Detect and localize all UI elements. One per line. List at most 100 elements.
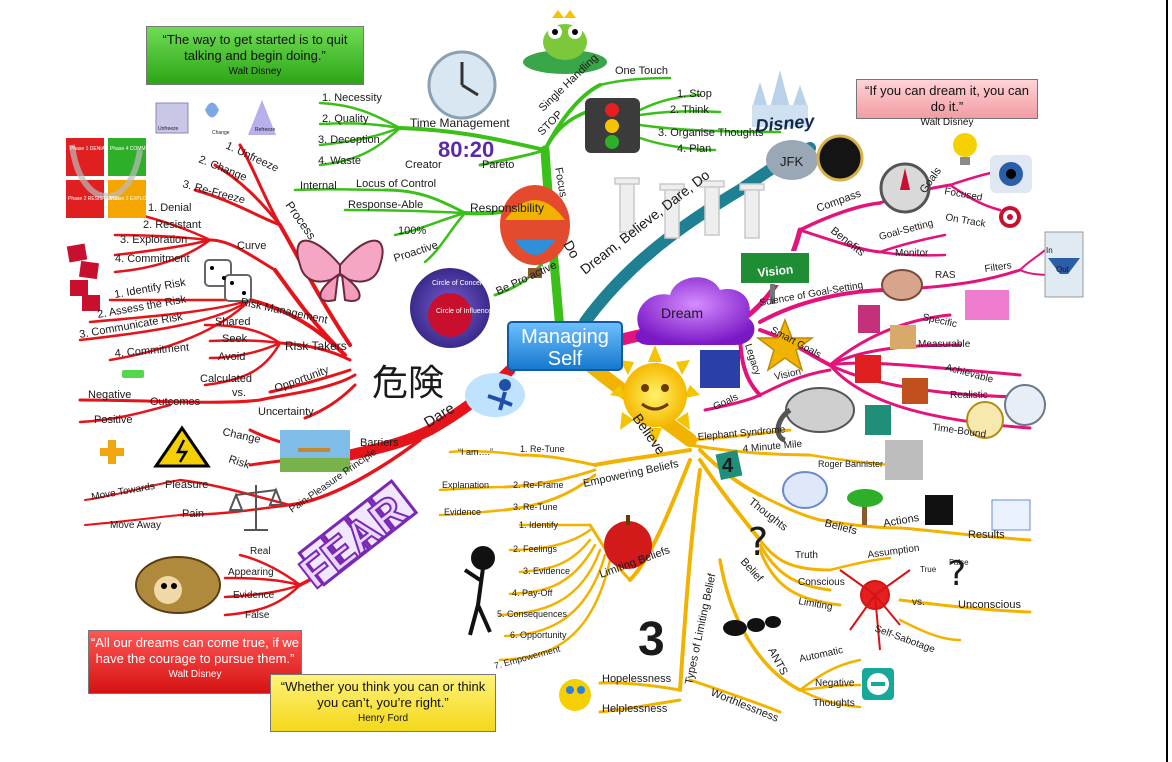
quote-author: Walt Disney xyxy=(168,669,222,680)
svg-text:Do: Do xyxy=(560,238,583,262)
svg-text:RAS: RAS xyxy=(935,270,956,281)
astronaut-icon xyxy=(1004,384,1046,426)
svg-text:Thoughts: Thoughts xyxy=(813,698,855,709)
svg-text:Negative: Negative xyxy=(88,389,131,401)
change-curve-quadrant-icon xyxy=(66,138,146,218)
svg-text:Avoid: Avoid xyxy=(218,351,245,363)
svg-text:Evidence: Evidence xyxy=(444,507,481,517)
thinking-person-icon xyxy=(463,546,495,636)
svg-text:One Touch: One Touch xyxy=(615,65,668,77)
svg-text:Shared: Shared xyxy=(215,316,250,328)
svg-text:3. Evidence: 3. Evidence xyxy=(523,566,570,576)
svg-text:Phase 4 COMMITMENT: Phase 4 COMMITMENT xyxy=(110,146,164,152)
svg-text:Truth: Truth xyxy=(795,550,818,561)
green-tag-icon xyxy=(122,370,144,378)
svg-text:Move Away: Move Away xyxy=(110,520,161,531)
svg-text:ANTS: ANTS xyxy=(765,646,789,678)
svg-text:1. Identify: 1. Identify xyxy=(519,520,559,530)
svg-text:5. Consequences: 5. Consequences xyxy=(497,609,568,619)
svg-text:Curve: Curve xyxy=(237,240,266,252)
svg-text:Results: Results xyxy=(968,529,1005,541)
legacy-hands-icon xyxy=(700,350,740,388)
svg-text:False: False xyxy=(949,558,969,567)
risk-blocks-icon xyxy=(66,243,100,311)
svg-text:Circle of Concern: Circle of Concern xyxy=(432,280,486,287)
svg-text:Positive: Positive xyxy=(94,414,133,426)
brain-icon xyxy=(881,269,923,301)
svg-text:1. Stop: 1. Stop xyxy=(677,88,712,100)
dream-sub-branches xyxy=(703,170,1056,430)
scales-icon xyxy=(228,485,284,531)
dream-cloud-icon xyxy=(635,277,755,345)
svg-text:Pleasure: Pleasure xyxy=(165,479,208,491)
svg-text:Conscious: Conscious xyxy=(798,577,845,588)
svg-text:2. Quality: 2. Quality xyxy=(322,113,369,125)
svg-text:Focus: Focus xyxy=(552,166,569,198)
believe-sub-branches xyxy=(438,428,1032,714)
number-three-icon: 3 xyxy=(638,613,665,666)
svg-text:100%: 100% xyxy=(398,225,426,237)
svg-text:2. Resistant: 2. Resistant xyxy=(143,219,201,231)
svg-text:1. Necessity: 1. Necessity xyxy=(322,92,382,104)
center-node[interactable]: Managing Self xyxy=(507,321,623,371)
circle-of-concern-icon xyxy=(410,268,490,348)
svg-text:Refreeze: Refreeze xyxy=(255,127,276,133)
svg-text:Calculated: Calculated xyxy=(200,373,252,385)
tortoise-icon xyxy=(135,556,221,614)
worried-face-icon xyxy=(559,679,591,711)
svg-text:Self-Sabotage: Self-Sabotage xyxy=(873,623,937,655)
svg-text:Roger Bannister: Roger Bannister xyxy=(818,459,883,469)
butterfly-icon xyxy=(296,239,384,302)
traffic-light-icon xyxy=(585,98,640,153)
svg-text:1. Denial: 1. Denial xyxy=(148,202,191,214)
svg-text:Response-Able: Response-Able xyxy=(348,199,423,211)
svg-text:Phase 3 EXPLORATION: Phase 3 EXPLORATION xyxy=(110,196,165,202)
svg-text:6. Opportunity: 6. Opportunity xyxy=(510,630,567,640)
svg-text:Appearing: Appearing xyxy=(228,567,274,578)
thoughts-cloud-icon xyxy=(782,471,828,509)
svg-text:Seek: Seek xyxy=(222,333,248,345)
red-question-icon: ? xyxy=(948,554,966,594)
clock-icon xyxy=(427,50,497,120)
svg-text:4. Commitment: 4. Commitment xyxy=(115,253,190,265)
svg-text:2. Re-Frame: 2. Re-Frame xyxy=(513,480,564,490)
clapperboard-icon xyxy=(925,495,953,525)
svg-text:Real: Real xyxy=(250,546,271,557)
svg-text:Outcomes: Outcomes xyxy=(150,396,201,408)
quote-text: “All our dreams can come true, if we hav… xyxy=(90,635,300,666)
frog-icon xyxy=(523,10,607,74)
smart-letters-icon xyxy=(855,305,928,435)
elephant-icon xyxy=(775,387,855,443)
apple-icon xyxy=(604,515,652,569)
quote-text: “Whether you think you can or think you … xyxy=(280,679,486,710)
svg-text:Negative: Negative xyxy=(815,678,855,689)
svg-text:Risk Takers: Risk Takers xyxy=(285,339,347,353)
svg-text:4. Waste: 4. Waste xyxy=(318,155,361,167)
svg-text:Phase 1 DENIAL: Phase 1 DENIAL xyxy=(70,146,108,152)
svg-text:Out: Out xyxy=(1056,265,1070,274)
svg-text:Circle of Influence: Circle of Influence xyxy=(436,308,492,315)
svg-text:Specific: Specific xyxy=(921,312,958,330)
svg-text:Measurable: Measurable xyxy=(918,339,971,350)
number-four-icon: 4 xyxy=(715,449,743,481)
no-entry-icon xyxy=(862,668,894,700)
svg-text:Helplessness: Helplessness xyxy=(602,703,668,715)
svg-text:Pain: Pain xyxy=(182,508,204,520)
svg-text:Goals: Goals xyxy=(712,392,740,413)
results-paper-icon xyxy=(991,499,1031,531)
svg-text:3. Deception: 3. Deception xyxy=(318,134,380,146)
right-border xyxy=(1166,0,1168,762)
vision-sign-icon xyxy=(739,251,811,304)
svg-text:3. Organise Thoughts: 3. Organise Thoughts xyxy=(658,127,764,139)
runner-icon xyxy=(465,373,525,417)
svg-text:Compass: Compass xyxy=(815,187,863,214)
svg-text:Focused: Focused xyxy=(943,186,983,203)
specific-art-icon xyxy=(965,290,1009,320)
svg-text:Vision: Vision xyxy=(757,262,794,280)
svg-text:Risk: Risk xyxy=(227,453,252,471)
svg-text:Locus of Control: Locus of Control xyxy=(356,178,436,190)
svg-text:Creator: Creator xyxy=(405,159,442,171)
eye-icon xyxy=(990,155,1032,193)
